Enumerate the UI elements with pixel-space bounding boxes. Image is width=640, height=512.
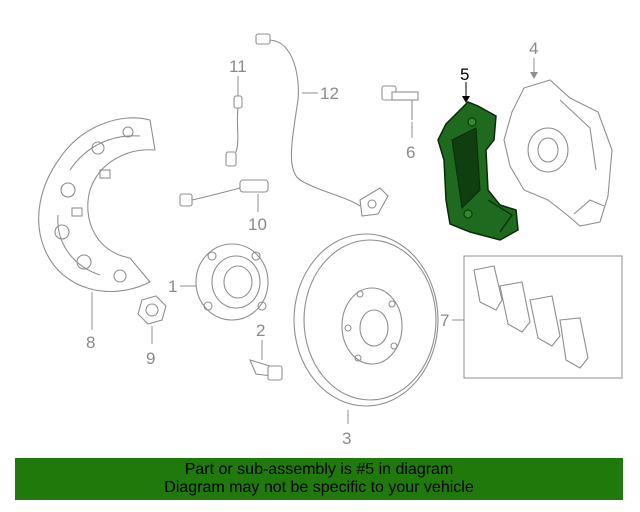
brake-rotor-part[interactable]	[293, 233, 439, 407]
callout-4: 4	[529, 39, 538, 58]
caliper-bracket-part[interactable]	[437, 101, 519, 241]
exploded-parts-diagram: 8 11 12 10 6 5	[38, 33, 623, 448]
banner-line-1: Part or sub-assembly is #5 in diagram	[184, 461, 454, 478]
callout-10: 10	[248, 215, 267, 234]
wear-sensor-lead-part[interactable]	[179, 179, 269, 207]
callout-9: 9	[146, 349, 155, 368]
brake-pads-part[interactable]	[463, 255, 623, 379]
callout-6: 6	[406, 143, 415, 162]
hub-nut-part[interactable]	[137, 295, 167, 325]
callout-5: 5	[460, 65, 469, 84]
callout-11: 11	[229, 57, 247, 76]
banner-line-2: Diagram may not be specific to your vehi…	[164, 479, 474, 496]
callout-12: 12	[320, 84, 339, 103]
wheel-hub-part[interactable]	[195, 243, 269, 321]
callout-8: 8	[86, 333, 95, 352]
caliper-bolt-part[interactable]	[381, 85, 419, 120]
callout-2: 2	[256, 321, 265, 340]
hub-bolt-part[interactable]	[249, 359, 283, 381]
steering-knuckle-part[interactable]	[503, 79, 613, 227]
callout-3: 3	[342, 429, 351, 448]
callout-1: 1	[168, 277, 177, 296]
dust-shield-part[interactable]	[38, 117, 156, 293]
wear-sensor-part[interactable]	[225, 95, 243, 167]
info-banner: Part or sub-assembly is #5 in diagram Di…	[15, 458, 623, 500]
speed-sensor-part[interactable]	[255, 33, 389, 217]
callout-7: 7	[440, 311, 449, 330]
